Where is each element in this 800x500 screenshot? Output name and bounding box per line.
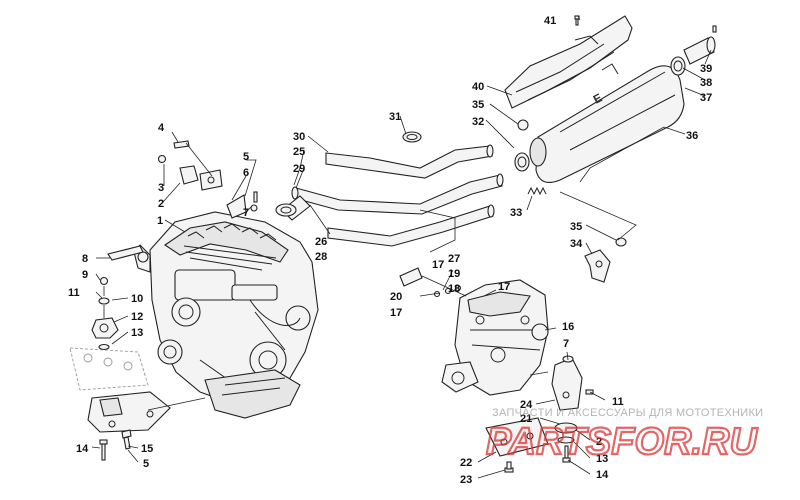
callout-labels: 41 40 39 38 37 36 35 32 31 30 25 29 33 3… [68,15,712,486]
callout-37: 37 [700,92,712,104]
callout-35-upper: 35 [472,99,484,111]
spring-part-33 [527,186,547,196]
callout-13-left: 13 [131,327,143,339]
shift-hardware [399,267,467,298]
callout-8: 8 [82,253,88,265]
callout-24: 24 [520,399,533,411]
callout-15: 15 [141,443,153,455]
engine [133,211,319,419]
callout-17-c: 17 [498,281,510,293]
callout-14-left: 14 [76,443,89,455]
upper-left-hardware [157,140,258,219]
callout-21: 21 [520,413,532,425]
callout-27: 27 [448,253,460,265]
callout-31: 31 [389,111,401,123]
callout-17-b: 17 [390,307,402,319]
transmission [441,279,549,396]
callout-2-right: 2 [596,436,602,448]
callout-26: 26 [315,236,327,248]
callout-10: 10 [131,293,143,305]
callout-2-left: 2 [158,198,164,210]
bolt-part-23 [504,461,514,473]
bolt-part-14-left [99,439,108,461]
bolt-part-14-right [562,445,571,463]
callout-18: 18 [448,283,460,295]
heat-shield [504,15,633,109]
watermark-logo: PARTSFOR.RU [486,421,758,463]
bracket-part-15 [87,391,206,433]
callout-9: 9 [82,269,88,281]
callout-13-right: 13 [596,453,608,465]
spark-arrestor [670,25,717,76]
watermark-caption: ЗАПЧАСТИ И АКСЕССУАРЫ ДЛЯ МОТОТЕХНИКИ [492,407,763,419]
callout-3: 3 [158,182,164,194]
callout-4: 4 [158,122,165,134]
callout-23: 23 [460,474,472,486]
callout-29: 29 [293,163,305,175]
callout-17-a: 17 [432,259,444,271]
strap-part-8 [107,245,144,261]
callout-40: 40 [472,81,484,93]
left-mount-stack [91,276,119,351]
callout-36: 36 [686,130,698,142]
callout-39: 39 [700,63,712,75]
muffler: E [529,65,685,183]
callout-14-right: 14 [596,469,609,481]
callout-28: 28 [315,251,327,263]
bracket-part-34 [584,237,627,283]
right-mount [529,355,594,444]
nut-part-35-upper [517,119,529,131]
callout-30: 30 [293,131,305,143]
callout-11-right: 11 [612,396,624,408]
callout-33: 33 [510,207,522,219]
callout-5-lower: 5 [143,458,149,470]
callout-6: 6 [243,167,249,179]
mount-plate-outline [69,347,149,391]
callout-19: 19 [448,268,460,280]
callout-1: 1 [157,215,163,227]
callout-7-left: 7 [243,207,249,219]
plate-part-22 [485,417,549,457]
callout-25: 25 [293,146,305,158]
clamp-part-31 [402,131,422,143]
callout-20: 20 [390,291,402,303]
exhaust-pipes [275,144,504,247]
callout-35-lower: 35 [570,221,582,233]
bolt-part-5-left [121,429,132,450]
callout-7-right: 7 [563,338,569,350]
callout-41: 41 [544,15,556,27]
callout-22: 22 [460,457,472,469]
callout-32: 32 [472,116,484,128]
callout-16: 16 [562,321,574,333]
gasket-part-32 [514,152,530,172]
callout-34: 34 [570,238,583,250]
watermark: ЗАПЧАСТИ И АКСЕССУАРЫ ДЛЯ МОТОТЕХНИКИ PA… [485,407,763,464]
callout-38: 38 [700,77,712,89]
callout-12: 12 [131,311,143,323]
callout-11-left: 11 [68,287,80,299]
leader-lines [91,15,712,479]
callout-5-upper: 5 [243,151,249,163]
